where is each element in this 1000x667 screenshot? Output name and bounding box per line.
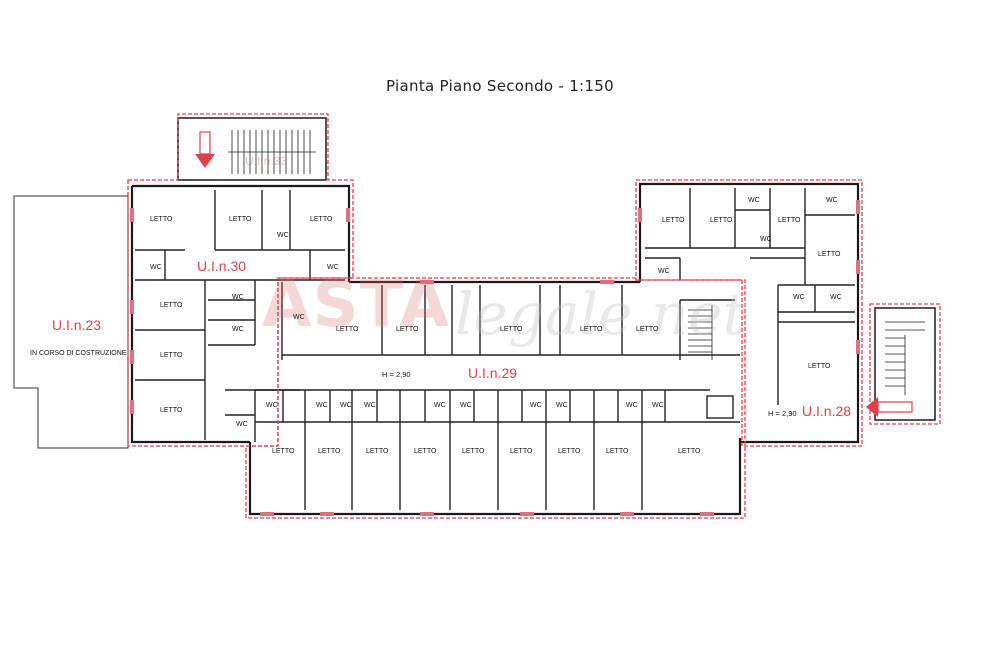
room-wc: WC: [626, 402, 638, 409]
room-letto: LETTO: [558, 448, 581, 455]
unit-boundaries: [127, 113, 941, 519]
room-letto: LETTO: [808, 363, 831, 370]
room-wc: WC: [293, 314, 305, 321]
room-wc: WC: [748, 197, 760, 204]
room-letto: LETTO: [366, 448, 389, 455]
room-wc: WC: [316, 402, 328, 409]
room-letto: LETTO: [500, 326, 523, 333]
room-letto: LETTO: [580, 326, 603, 333]
watermark-tail: legale.net: [455, 280, 746, 348]
room-letto: LETTO: [510, 448, 533, 455]
room-letto: LETTO: [336, 326, 359, 333]
room-letto: LETTO: [160, 352, 183, 359]
room-letto: LETTO: [310, 216, 333, 223]
room-wc: WC: [793, 294, 805, 301]
corridor-height: H = 2,90: [382, 370, 411, 379]
room-letto: LETTO: [396, 326, 419, 333]
unit-23-note: IN CORSO DI COSTRUZIONE: [30, 350, 127, 357]
room-wc: WC: [327, 264, 339, 271]
unit-23-label: U.I.n.23: [52, 317, 102, 333]
room-wc: WC: [652, 402, 664, 409]
room-wc: WC: [658, 268, 670, 275]
room-wc: WC: [266, 402, 278, 409]
room-wc: WC: [232, 294, 244, 301]
room-letto: LETTO: [272, 448, 295, 455]
stair-arrow-icon: [195, 131, 215, 168]
room-wc: WC: [760, 236, 772, 243]
room-wc: WC: [460, 402, 472, 409]
room-wc: WC: [277, 232, 289, 239]
room-letto: LETTO: [318, 448, 341, 455]
window-marks: [130, 200, 860, 516]
room-wc: WC: [232, 326, 244, 333]
room-letto: LETTO: [229, 216, 252, 223]
room-letto: LETTO: [160, 302, 183, 309]
room-letto: LETTO: [150, 216, 173, 223]
room-wc: WC: [434, 402, 446, 409]
interior-walls: [135, 188, 855, 510]
room-wc: WC: [830, 294, 842, 301]
room-letto: LETTO: [606, 448, 629, 455]
unit-29-label: U.I.n.29: [468, 365, 518, 381]
room-letto: LETTO: [778, 217, 801, 224]
page-title: Pianta Piano Secondo - 1:150: [386, 77, 614, 95]
stair-arrow-right-icon: [866, 397, 913, 417]
room-wc: WC: [340, 402, 352, 409]
room-letto: LETTO: [710, 217, 733, 224]
room-wc: WC: [556, 402, 568, 409]
unit-28-label: U.I.n.28: [802, 403, 852, 419]
room-wc: WC: [236, 421, 248, 428]
room-letto: LETTO: [462, 448, 485, 455]
room-wc: WC: [364, 402, 376, 409]
room-letto: LETTO: [662, 217, 685, 224]
watermark-main: ASTA: [262, 268, 450, 342]
unit-stair-label: U.I.n.33: [245, 154, 288, 168]
room-letto: LETTO: [414, 448, 437, 455]
unit-30-label: U.I.n.30: [197, 258, 247, 274]
room-letto: LETTO: [678, 448, 701, 455]
right-wing-height: H = 2,90: [768, 409, 797, 418]
room-letto: LETTO: [160, 407, 183, 414]
room-wc: WC: [826, 197, 838, 204]
room-letto: LETTO: [818, 251, 841, 258]
room-wc: WC: [530, 402, 542, 409]
stair-treads: [228, 130, 925, 395]
room-wc: WC: [150, 264, 162, 271]
room-letto: LETTO: [636, 326, 659, 333]
